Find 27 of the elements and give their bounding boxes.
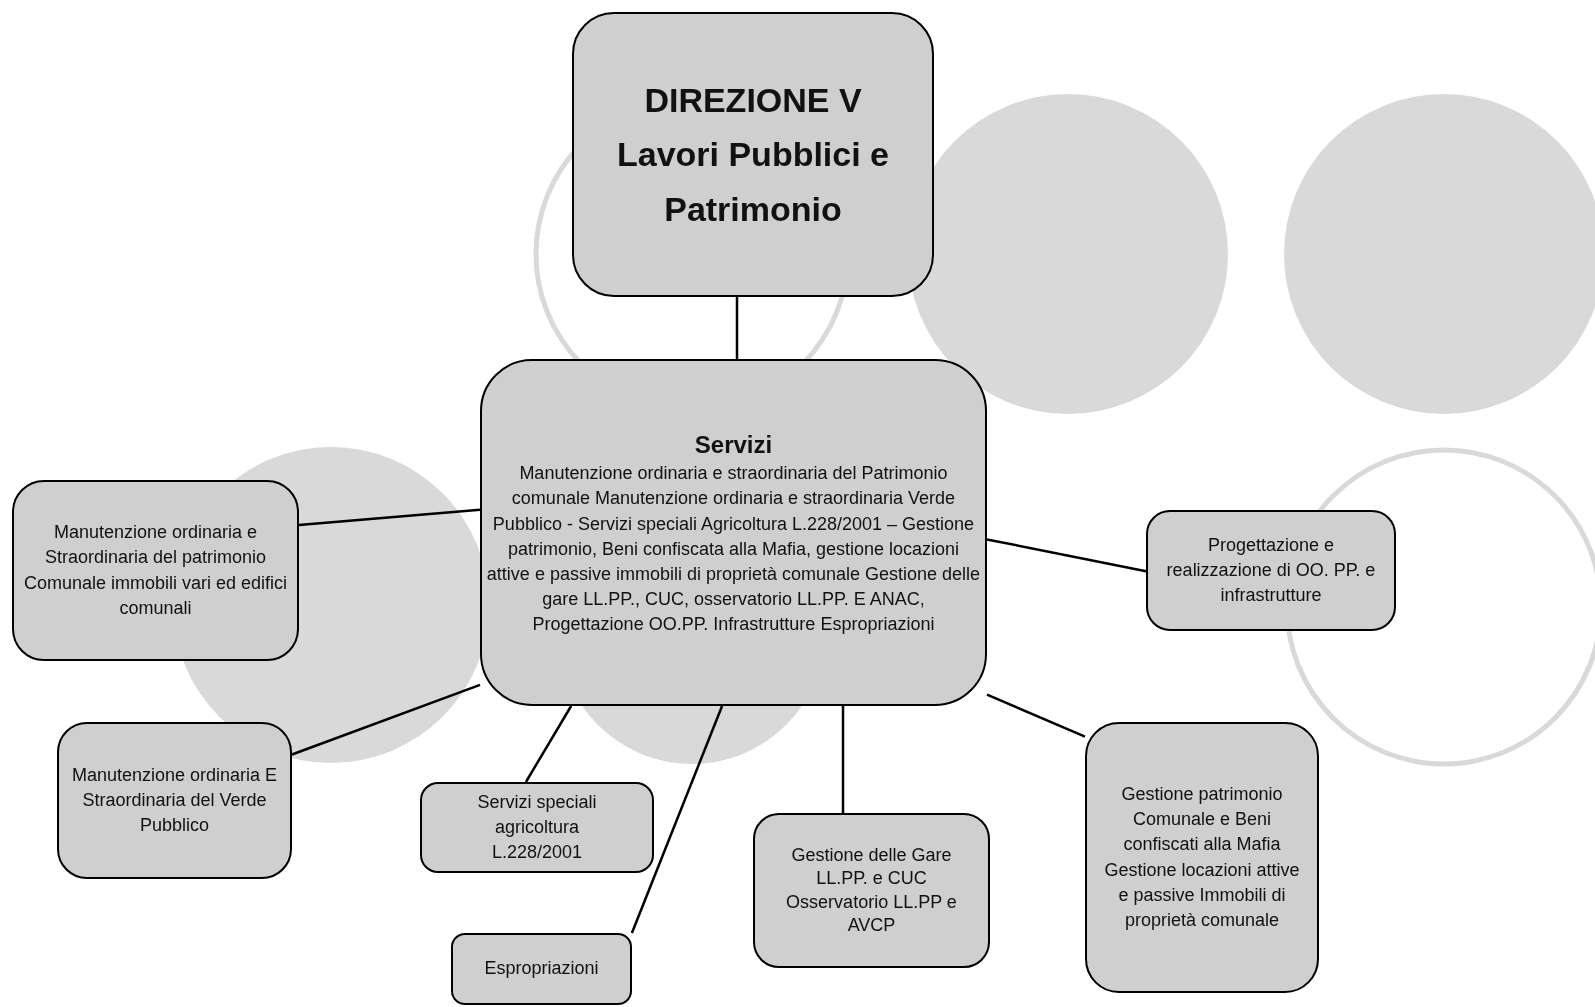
body-text: Manutenzione ordinaria e straordinaria del Patrimonio comunale Manutenzione ordinaria e straordinaria Verde Pubblico - Servizi speciali Agricoltura L.228/2001 – Gestione patrimonio, Beni confiscata alla Mafia, gestione locazioni attive e passive immobili di proprietà comunale Gestione delle gare LL.PP., CUC, osservatorio LL.PP. E ANAC, Progettazione OO.PP. Infrastrutture Espropriazioni xyxy=(485,462,982,637)
body-text: Manutenzione ordinaria E Straordinaria del Verde Pubblico xyxy=(70,763,279,838)
rounded-box xyxy=(12,480,299,661)
heading-text: DIREZIONE V Lavori Pubblici e Patrimonio xyxy=(615,79,891,230)
body-text: Progettazione e realizzazione di OO. PP. e infrastrutture xyxy=(1165,533,1377,608)
rounded-box xyxy=(1146,510,1396,631)
body-text: Gestione patrimonio Comunale e Beni confiscati alla Mafia Gestione locazioni attive e passive Immobili di proprietà comunale xyxy=(1103,782,1301,932)
rounded-box xyxy=(1085,722,1319,993)
connector-line xyxy=(524,705,573,783)
body-text: Servizi speciali agricoltura L.228/2001 xyxy=(476,790,598,865)
connector-line xyxy=(735,297,739,359)
connector-line xyxy=(298,508,481,527)
connector-line xyxy=(841,706,845,813)
rounded-box xyxy=(420,782,654,873)
body-text: Espropriazioni xyxy=(484,957,599,981)
rounded-box xyxy=(451,933,632,1005)
rounded-box xyxy=(753,813,990,968)
connector-line xyxy=(291,683,481,756)
rounded-box xyxy=(57,722,292,879)
connector-line xyxy=(630,705,724,934)
connector-line xyxy=(986,693,1086,738)
heading-text: Servizi xyxy=(694,429,773,460)
connector-line xyxy=(986,538,1147,573)
rounded-box xyxy=(572,12,934,297)
body-text: Gestione delle Gare LL.PP. e CUC Osservatorio LL.PP e AVCP xyxy=(785,843,958,937)
rounded-box xyxy=(480,359,987,706)
body-text: Manutenzione ordinaria e Straordinaria del patrimonio Comunale immobili vari ed edifici comunali xyxy=(22,521,289,620)
